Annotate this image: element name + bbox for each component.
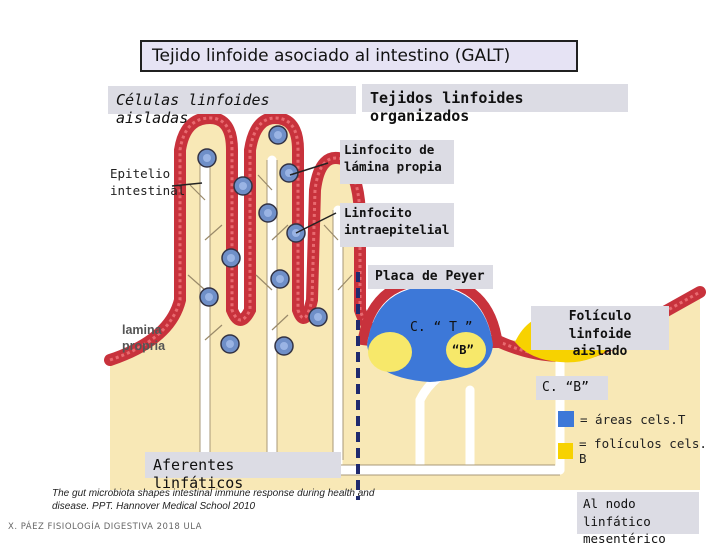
label-linfocito-lamina-propria: Linfocito de lámina propia (340, 140, 454, 184)
capillary-branches (187, 174, 353, 341)
citation-line2: disease. PPT. Hannover Medical School 20… (52, 501, 256, 512)
label-epitelio: Epitelio intestinal (110, 166, 185, 200)
label-epitelio-line1: Epitelio (110, 166, 171, 181)
label-c-t: C. “ T ” (410, 320, 473, 335)
page-title: Tejido linfoide asociado al intestino (G… (140, 40, 578, 72)
label-linfocito-lamina-line1: Linfocito de (344, 142, 435, 157)
legend-item-t: = áreas cels.T (558, 410, 713, 428)
epithelium-inner (109, 116, 701, 362)
label-foliculo-line1: Folículo linfoide (568, 309, 632, 342)
pointer-lines (171, 162, 337, 234)
label-linfocito-intra-line1: Linfocito (344, 205, 412, 220)
label-nodo-line1: Al nodo linfático (583, 496, 651, 529)
citation: The gut microbiota shapes intestinal imm… (52, 487, 374, 513)
legend-swatch-t (558, 411, 574, 427)
peyer-patch-b-follicle-left (368, 332, 412, 372)
legend-text-t: = áreas cels.T (580, 411, 686, 427)
label-lamina-propria: lamina propria (122, 322, 165, 355)
legend: = áreas cels.T = folículos cels. B (558, 410, 713, 466)
label-nodo-linfatico: Al nodo linfático mesentérico (577, 492, 699, 546)
citation-line1: The gut microbiota shapes intestinal imm… (52, 488, 375, 499)
legend-item-b: = folículos cels. B (558, 436, 713, 466)
label-lamina-line2: propria (122, 339, 166, 354)
legend-text-b: = folículos cels. B (579, 436, 707, 466)
label-epitelio-line2: intestinal (110, 182, 186, 198)
label-foliculo-line2: aislado (572, 344, 628, 360)
heading-tejidos-organizados: Tejidos linfoides organizados (362, 84, 628, 125)
label-c-b: C. “B” (536, 376, 608, 400)
label-foliculo-aislado: Folículo linfoide aislado (531, 306, 669, 359)
label-placa-peyer: Placa de Peyer (368, 265, 493, 289)
label-linfocito-lamina-line2: lámina propia (344, 158, 442, 174)
footer: X. PÁEZ FISIOLOGÍA DIGESTIVA 2018 ULA (8, 522, 202, 532)
legend-swatch-b (558, 443, 573, 459)
label-linfocito-intra-line2: intraepitelial (344, 221, 450, 237)
label-linfocito-intraepitelial: Linfocito intraepitelial (340, 203, 454, 247)
peyer-patch-b-follicle-right (446, 332, 486, 368)
label-b: “B” (452, 343, 474, 357)
label-nodo-line2: mesentérico (583, 531, 666, 546)
label-aferentes: Aferentes linfáticos (145, 452, 341, 492)
heading-celulas-aisladas: Células linfoides aisladas (108, 86, 356, 127)
label-lamina-line1: lamina (122, 323, 162, 337)
